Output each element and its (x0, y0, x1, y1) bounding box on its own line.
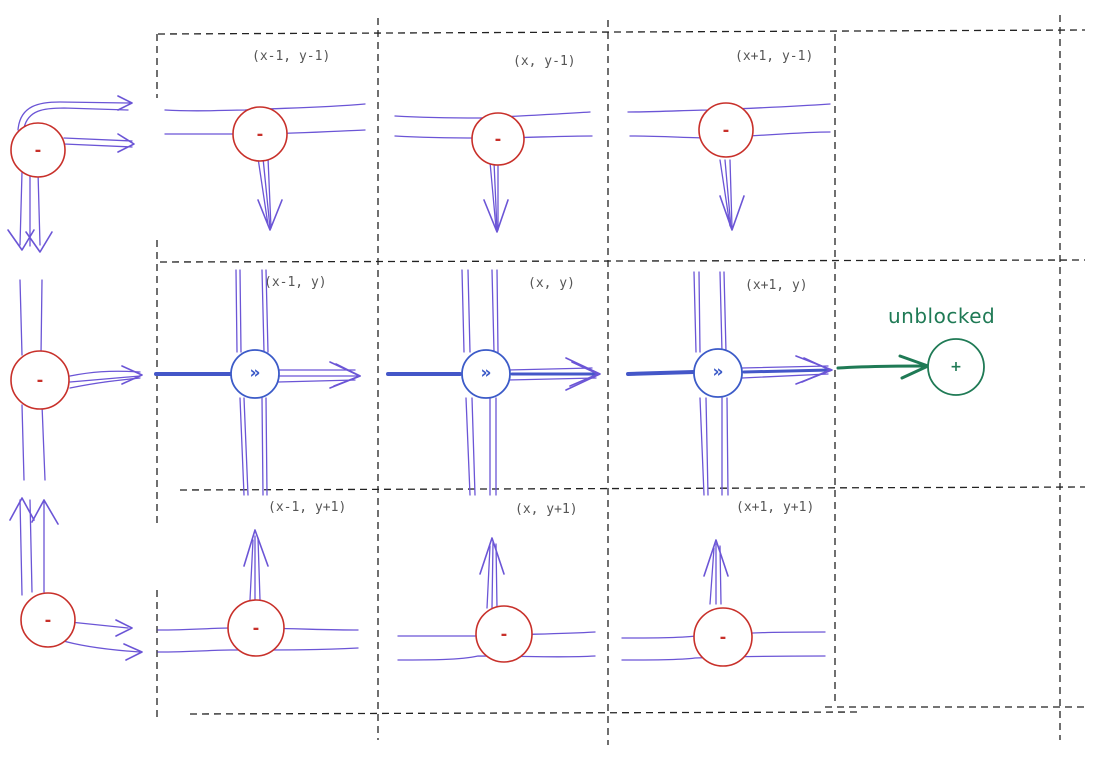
nodes: - - - - - - » » (10, 102, 995, 667)
blocked-node-left-mid: - (10, 350, 70, 410)
left-column-flows (7, 95, 143, 661)
minus-icon: - (720, 628, 727, 647)
plus-icon: + (950, 359, 962, 375)
minus-icon: - (495, 130, 502, 149)
blocked-node-left-top: - (10, 122, 66, 178)
minus-icon: - (257, 125, 264, 144)
cell-label-bot-left: (x-1, y+1) (268, 500, 346, 515)
cell-label-top-right: (x+1, y-1) (735, 49, 813, 64)
blocked-node-top-left: - (232, 106, 288, 162)
minus-icon: - (723, 121, 730, 140)
minus-icon: - (37, 371, 44, 390)
fast-forward-icon: » (481, 363, 492, 383)
grid-lines (156, 15, 1086, 745)
cell-labels: (x-1, y-1) (x, y-1) (x+1, y-1) (x-1, y) … (252, 49, 814, 517)
unblocked-label: unblocked (888, 304, 995, 328)
fast-forward-icon: » (250, 363, 261, 383)
cell-label-mid-mid: (x, y) (528, 276, 575, 291)
blocked-node-bottom-right: - (693, 607, 753, 667)
blocked-node-bottom-mid: - (475, 605, 533, 663)
blocked-node-left-bottom: - (20, 592, 76, 648)
cell-label-bot-right: (x+1, y+1) (736, 500, 814, 515)
fast-forward-icon: » (713, 362, 724, 382)
cell-label-mid-left: (x-1, y) (264, 275, 327, 290)
propagate-node-mid: » (461, 349, 511, 399)
blocked-node-top-mid: - (471, 112, 525, 166)
cell-label-mid-right: (x+1, y) (745, 278, 808, 293)
cell-label-bot-mid: (x, y+1) (515, 502, 578, 517)
minus-icon: - (45, 611, 52, 630)
minus-icon: - (501, 625, 508, 644)
blocked-node-bottom-left: - (227, 599, 285, 657)
middle-row-flows (154, 269, 930, 496)
unblocked-node: + (927, 338, 985, 396)
cell-label-top-mid: (x, y-1) (513, 54, 576, 69)
minus-icon: - (253, 619, 260, 638)
minus-icon: - (35, 141, 42, 160)
cell-label-top-left: (x-1, y-1) (252, 49, 330, 64)
propagate-node-right: » (693, 348, 743, 398)
blocked-node-top-right: - (698, 102, 754, 158)
propagate-node-left: » (230, 349, 280, 399)
